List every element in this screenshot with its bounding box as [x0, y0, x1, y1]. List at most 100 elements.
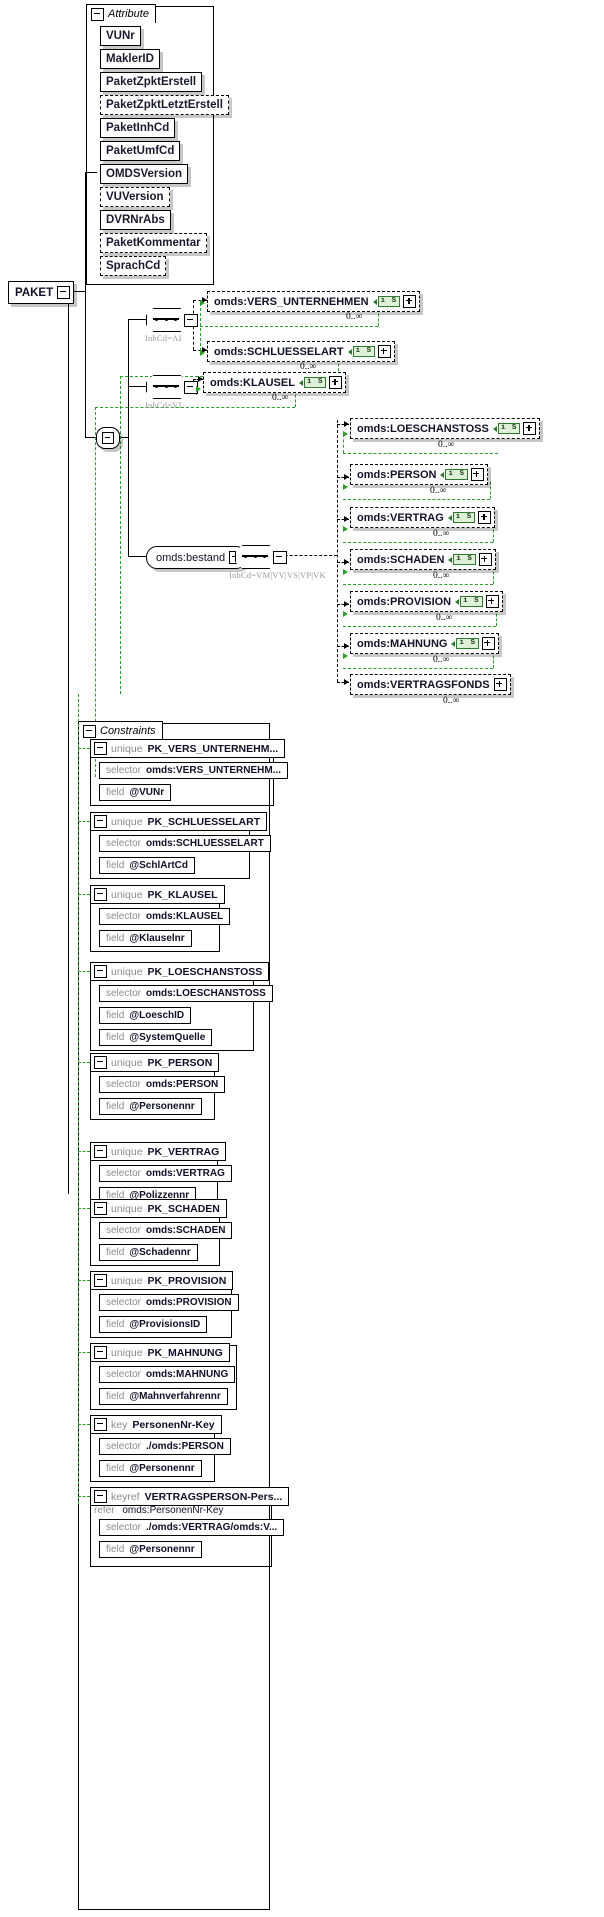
expand-icon[interactable]: [493, 678, 507, 691]
ref-line-green: [78, 1424, 90, 1425]
constraints-group-tab[interactable]: Constraints: [78, 721, 163, 740]
sequence-node-ai[interactable]: [146, 308, 198, 332]
expand-icon[interactable]: [481, 637, 495, 650]
element-provision[interactable]: omds:PROVISION i S: [350, 591, 503, 612]
connector-dashed: [337, 424, 349, 425]
constraint-field-1[interactable]: field @VUNr: [99, 784, 172, 801]
sequence-node-bestand[interactable]: [235, 545, 287, 569]
attribute-paketzpktletzterstell[interactable]: PaketZpktLetztErstell: [100, 95, 229, 115]
expand-icon[interactable]: [378, 345, 392, 358]
expand-icon[interactable]: [403, 295, 417, 308]
element-vers-unternehmen[interactable]: omds:VERS_UNTERNEHMEN i S: [207, 291, 421, 312]
constraint-field-11[interactable]: field @Personennr: [99, 1541, 202, 1558]
constraint-selector-4[interactable]: selector omds:LOESCHANSTOSS: [99, 985, 273, 1002]
collapse-icon[interactable]: [94, 888, 107, 901]
attribute-paketkommentar[interactable]: PaketKommentar: [100, 233, 207, 253]
element-loeschanstoss[interactable]: omds:LOESCHANSTOSS i S: [350, 418, 541, 439]
collapse-icon[interactable]: [94, 1145, 107, 1158]
constraint-field-5[interactable]: field @Personennr: [99, 1098, 202, 1115]
constraint-header-11[interactable]: keyref VERTRAGSPERSON-Pers...: [90, 1487, 290, 1506]
expand-icon[interactable]: [485, 595, 499, 608]
constraint-header-1[interactable]: unique PK_VERS_UNTERNEHM...: [90, 739, 286, 758]
element-vertrag[interactable]: omds:VERTRAG i S: [350, 507, 496, 528]
ref-arrow-icon: [196, 386, 201, 392]
collapse-icon[interactable]: [102, 432, 114, 444]
constraint-field-2[interactable]: field @SchlArtCd: [99, 857, 196, 874]
constraint-field-9[interactable]: field @Mahnverfahrennr: [99, 1388, 228, 1405]
constraint-selector-8[interactable]: selector omds:PROVISION: [99, 1294, 239, 1311]
element-klausel[interactable]: omds:KLAUSEL i S: [203, 372, 347, 393]
constraint-header-8[interactable]: unique PK_PROVISION: [90, 1271, 234, 1290]
collapse-icon[interactable]: [83, 724, 96, 738]
constraint-field-8[interactable]: field @ProvisionsID: [99, 1316, 208, 1333]
constraint-selector-1[interactable]: selector omds:VERS_UNTERNEHM...: [99, 762, 289, 779]
ref-arrow-icon: [200, 350, 205, 356]
constraint-field-4a[interactable]: field @LoeschID: [99, 1007, 192, 1024]
collapse-icon[interactable]: [273, 550, 287, 564]
element-label: omds:PERSON: [357, 468, 437, 481]
expand-icon[interactable]: [478, 553, 492, 566]
collapse-icon[interactable]: [94, 1490, 107, 1503]
element-vertragsfonds[interactable]: omds:VERTRAGSFONDS: [350, 674, 511, 695]
collapse-icon[interactable]: [94, 742, 107, 755]
constraint-selector-2[interactable]: selector omds:SCHLUESSELART: [99, 835, 271, 852]
expand-icon[interactable]: [523, 422, 537, 435]
collapse-icon[interactable]: [91, 7, 104, 21]
attribute-dvrnrabs[interactable]: DVRNrAbs: [100, 210, 171, 230]
constraint-header-4[interactable]: unique PK_LOESCHANSTOSS: [90, 962, 270, 981]
constraint-field-7[interactable]: field @Schadennr: [99, 1244, 198, 1261]
constraint-header-3[interactable]: unique PK_KLAUSEL: [90, 885, 225, 904]
sequence-node-vi[interactable]: [146, 375, 198, 399]
attribute-paketzpkterstell[interactable]: PaketZpktErstell: [100, 72, 203, 92]
collapse-icon[interactable]: [94, 815, 107, 828]
attribute-maklerid[interactable]: MaklerID: [100, 49, 160, 69]
constraint-field-10[interactable]: field @Personennr: [99, 1460, 202, 1477]
attribute-vuversion[interactable]: VUVersion: [100, 187, 170, 207]
attribute-vunr[interactable]: VUNr: [100, 26, 141, 46]
constraint-header-2[interactable]: unique PK_SCHLUESSELART: [90, 812, 268, 831]
ref-line-green: [378, 309, 379, 326]
choice-node-main[interactable]: [96, 427, 120, 449]
root-element-paket[interactable]: PAKET: [8, 281, 75, 304]
collapse-icon[interactable]: [57, 286, 71, 299]
constraint-selector-3[interactable]: selector omds:KLAUSEL: [99, 908, 231, 925]
constraint-header-5[interactable]: unique PK_PERSON: [90, 1053, 220, 1072]
collapse-icon[interactable]: [94, 1346, 107, 1359]
collapse-icon[interactable]: [94, 1202, 107, 1215]
constraint-selector-5[interactable]: selector omds:PERSON: [99, 1076, 226, 1093]
constraint-header-9[interactable]: unique PK_MAHNUNG: [90, 1343, 230, 1362]
constraint-selector-9[interactable]: selector omds:MAHNUNG: [99, 1366, 236, 1383]
attribute-omdsversion[interactable]: OMDSVersion: [100, 164, 189, 184]
badge-arrow-icon: [372, 298, 377, 305]
expand-icon[interactable]: [470, 468, 484, 481]
constraint-refer-11: refer omds:PersonenNr-Key: [94, 1505, 224, 1516]
constraint-field-3[interactable]: field @Klauselnr: [99, 930, 192, 947]
collapse-icon[interactable]: [184, 313, 198, 327]
collapse-icon[interactable]: [94, 1418, 107, 1431]
element-mahnung[interactable]: omds:MAHNUNG i S: [350, 633, 499, 654]
constraint-selector-6[interactable]: selector omds:VERTRAG: [99, 1165, 232, 1182]
constraint-selector-10[interactable]: selector ./omds:PERSON: [99, 1438, 231, 1455]
attribute-paketumfcd[interactable]: PaketUmfCd: [100, 141, 181, 161]
constraint-name: PK_SCHLUESSELART: [147, 815, 261, 828]
type-badge: i S: [453, 553, 476, 566]
collapse-icon[interactable]: [94, 1274, 107, 1287]
element-bestand[interactable]: omds:bestand: [146, 546, 248, 569]
constraint-selector-11[interactable]: selector ./omds:VERTRAG/omds:V...: [99, 1519, 285, 1536]
expand-icon[interactable]: [329, 376, 343, 389]
expand-icon[interactable]: [478, 511, 492, 524]
attribute-sprachcd[interactable]: SprachCd: [100, 256, 167, 276]
collapse-icon[interactable]: [94, 965, 107, 978]
row-key: field: [106, 1463, 125, 1474]
constraint-field-4b[interactable]: field @SystemQuelle: [99, 1029, 213, 1046]
constraint-header-7[interactable]: unique PK_SCHADEN: [90, 1199, 227, 1218]
constraint-header-10[interactable]: key PersonenNr-Key: [90, 1415, 222, 1434]
attribute-paketinhcd[interactable]: PaketInhCd: [100, 118, 176, 138]
element-person[interactable]: omds:PERSON i S: [350, 464, 488, 485]
constraint-header-6[interactable]: unique PK_VERTRAG: [90, 1142, 227, 1161]
element-schluesselart[interactable]: omds:SCHLUESSELART i S: [207, 341, 396, 362]
constraint-selector-7[interactable]: selector omds:SCHADEN: [99, 1222, 233, 1239]
attribute-group-tab[interactable]: Attribute: [86, 4, 156, 23]
collapse-icon[interactable]: [94, 1056, 107, 1069]
element-schaden[interactable]: omds:SCHADEN i S: [350, 549, 496, 570]
